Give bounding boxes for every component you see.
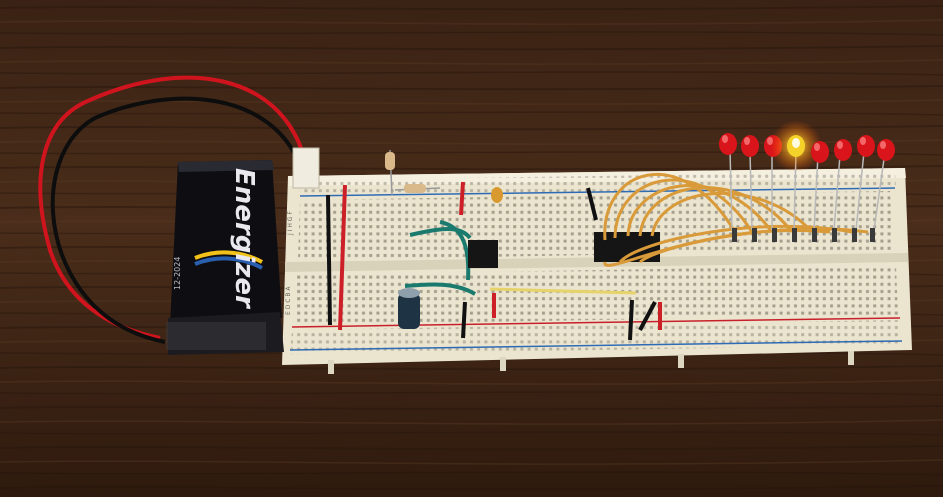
led-4-lit [770, 120, 822, 172]
top-blue-rail-line [299, 187, 896, 197]
led-8 [877, 139, 895, 161]
led-7 [857, 135, 875, 157]
led-2 [741, 135, 759, 157]
timer-ic-chip [468, 240, 498, 268]
red-power-jumper [338, 184, 347, 331]
led-1 [719, 133, 737, 155]
black-power-jumper [326, 194, 332, 326]
led-row [719, 120, 895, 172]
led-header-pins [732, 228, 875, 242]
electrolytic-capacitor [398, 288, 420, 329]
battery-code-label: 12-2024 [173, 257, 182, 290]
green-jumper-wires [404, 220, 477, 296]
resistors [385, 149, 503, 203]
battery-red-wire [38, 75, 307, 340]
battery-brand-label: Energizer [229, 168, 259, 310]
nine-volt-battery [166, 160, 284, 355]
bottom-blue-rail-line [289, 340, 903, 351]
battery-black-wire [50, 96, 302, 344]
bottom-red-rail-line [291, 317, 901, 328]
led-6 [834, 139, 852, 161]
row-labels-upper: J I H G F [287, 211, 294, 236]
led-5 [811, 141, 829, 163]
breadboard [282, 168, 912, 374]
battery-connector [292, 147, 320, 189]
row-labels-lower: E D C B A [285, 286, 292, 315]
yellow-jumper [489, 287, 637, 295]
